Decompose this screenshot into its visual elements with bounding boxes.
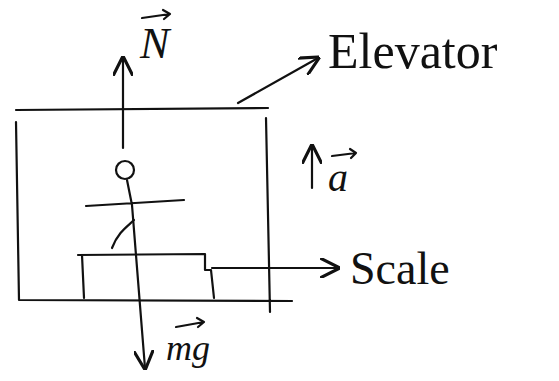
force-symbol: N xyxy=(140,22,169,66)
figure-head xyxy=(116,161,134,179)
scale-label: Scale xyxy=(350,246,450,292)
force-arrow xyxy=(122,58,124,148)
elevator-box xyxy=(16,108,292,312)
acceleration-symbol: a xyxy=(328,158,348,198)
weight-arrow xyxy=(132,205,145,368)
scale-box xyxy=(78,254,214,298)
leader-arrow xyxy=(212,267,338,269)
acceleration-arrow xyxy=(311,146,313,188)
weight-symbol: mg xyxy=(166,330,210,366)
elevator-label: Elevator xyxy=(328,26,497,76)
vector-sign xyxy=(142,10,170,19)
vector-sign xyxy=(332,149,356,158)
leader-arrow xyxy=(238,58,318,103)
vector-sign xyxy=(176,318,204,327)
